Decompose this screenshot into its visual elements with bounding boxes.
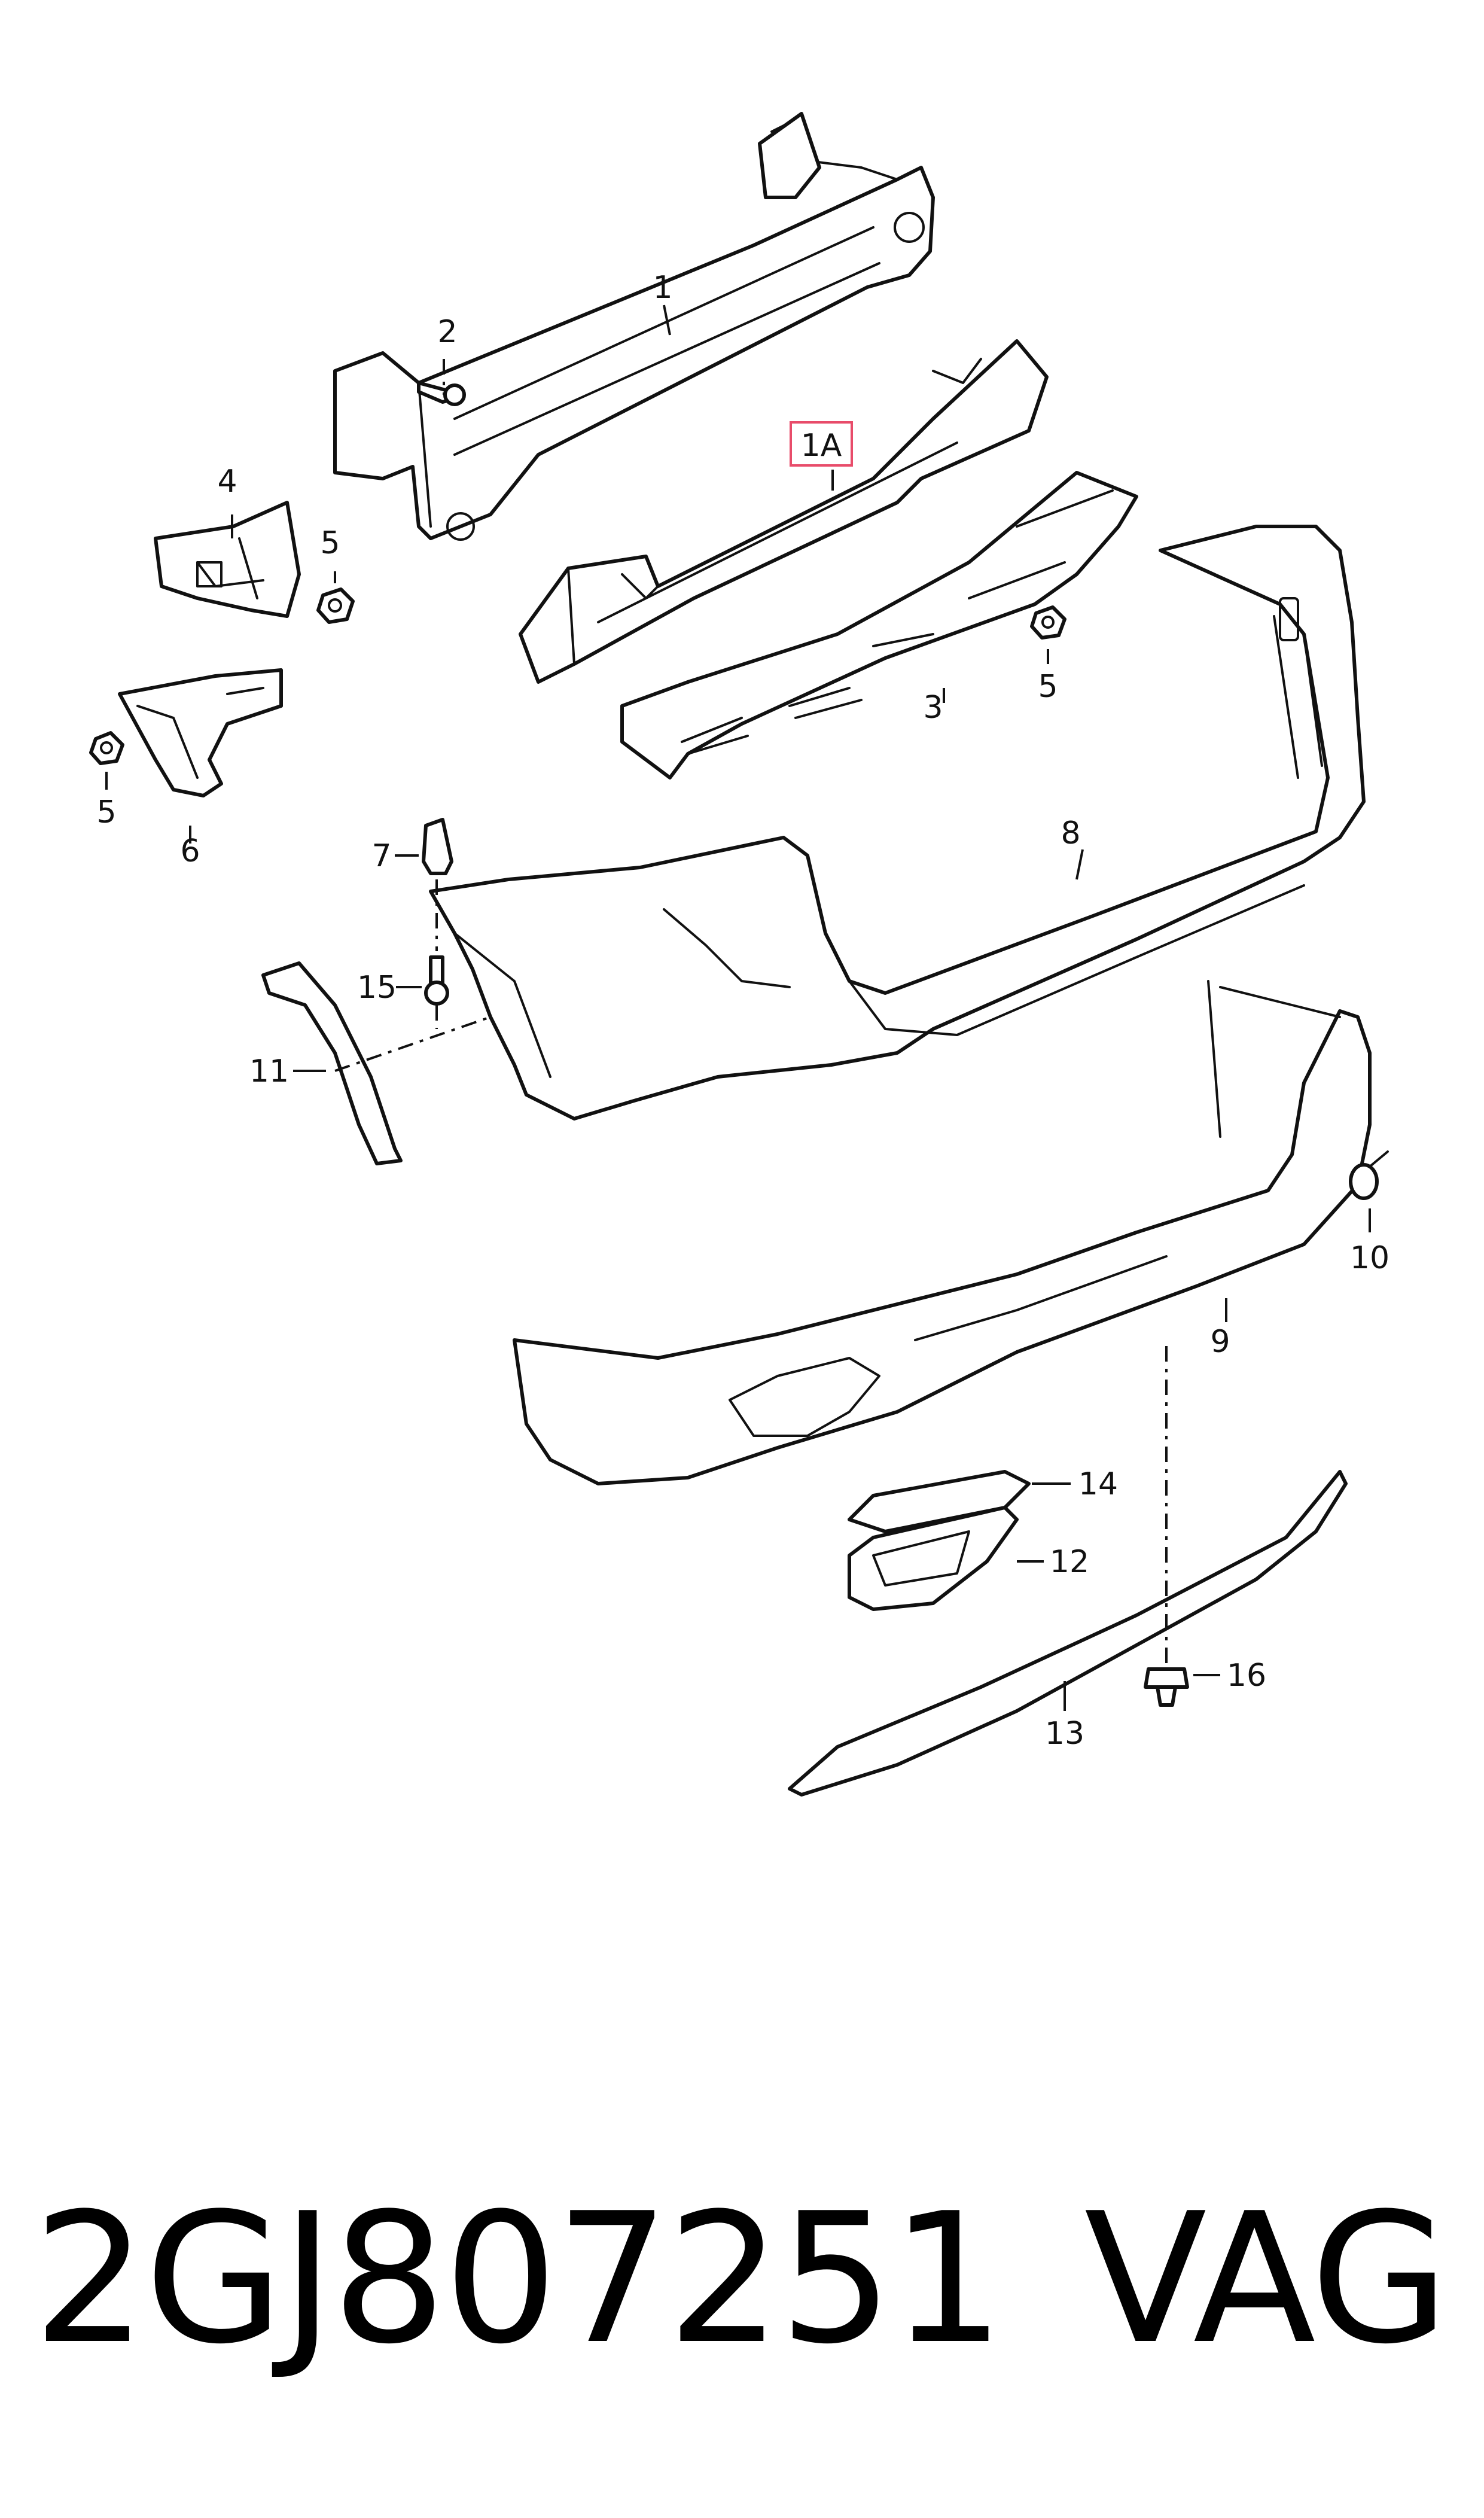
part-6-side-bracket <box>118 668 283 797</box>
callout-5a: 5 <box>320 525 340 561</box>
part-12-exhaust-frame <box>848 1506 1019 1611</box>
callout-6: 6 <box>180 833 200 869</box>
part-5-nut-a <box>316 587 355 624</box>
callout-1a-box <box>790 421 853 467</box>
callout-1a: 1A <box>801 428 842 464</box>
part-1-reinforcement-bar <box>333 112 935 541</box>
part-9-lower-bumper <box>513 980 1372 1485</box>
callout-5c: 5 <box>1038 669 1058 705</box>
part-4-guide-bracket <box>154 501 301 618</box>
callout-4: 4 <box>217 464 237 500</box>
part-5-nut-c <box>1030 605 1066 640</box>
callout-13: 13 <box>1045 1716 1084 1752</box>
callout-2: 2 <box>437 314 457 350</box>
part-7-clip <box>422 818 453 875</box>
callout-1: 1 <box>653 270 672 306</box>
callout-3: 3 <box>923 690 943 726</box>
part-14-trim-strip <box>848 1470 1031 1533</box>
part-8-bumper-cover <box>429 525 1366 1121</box>
callout-labels: 1 1A 2 3 4 5 5 5 6 7 8 9 10 11 12 13 14 … <box>96 270 1389 1752</box>
callout-9: 9 <box>1210 1324 1230 1360</box>
leader-lines <box>105 305 1371 1711</box>
brand-caption: VAG <box>1084 2175 1449 2383</box>
part-13-diffuser <box>788 1470 1348 1797</box>
callout-5b: 5 <box>96 794 116 830</box>
callout-7: 7 <box>371 838 391 874</box>
callout-14: 14 <box>1078 1466 1118 1502</box>
part-number-caption: 2GJ807251 <box>33 2175 1005 2383</box>
part-5-nut-b <box>89 731 124 765</box>
callout-10: 10 <box>1350 1240 1389 1276</box>
callout-12: 12 <box>1050 1544 1089 1580</box>
part-1a-energy-absorber <box>519 339 1049 684</box>
part-10-cap <box>1349 1150 1389 1200</box>
part-3-lower-absorber <box>620 471 1138 780</box>
callout-8: 8 <box>1061 815 1080 851</box>
callout-15: 15 <box>357 970 397 1006</box>
part-16-clip-nut <box>1144 1667 1189 1707</box>
callout-16: 16 <box>1227 1658 1266 1694</box>
part-11-wheel-arch-trim <box>261 961 403 1165</box>
part-15-screw <box>424 955 449 1006</box>
callout-11: 11 <box>249 1054 289 1089</box>
